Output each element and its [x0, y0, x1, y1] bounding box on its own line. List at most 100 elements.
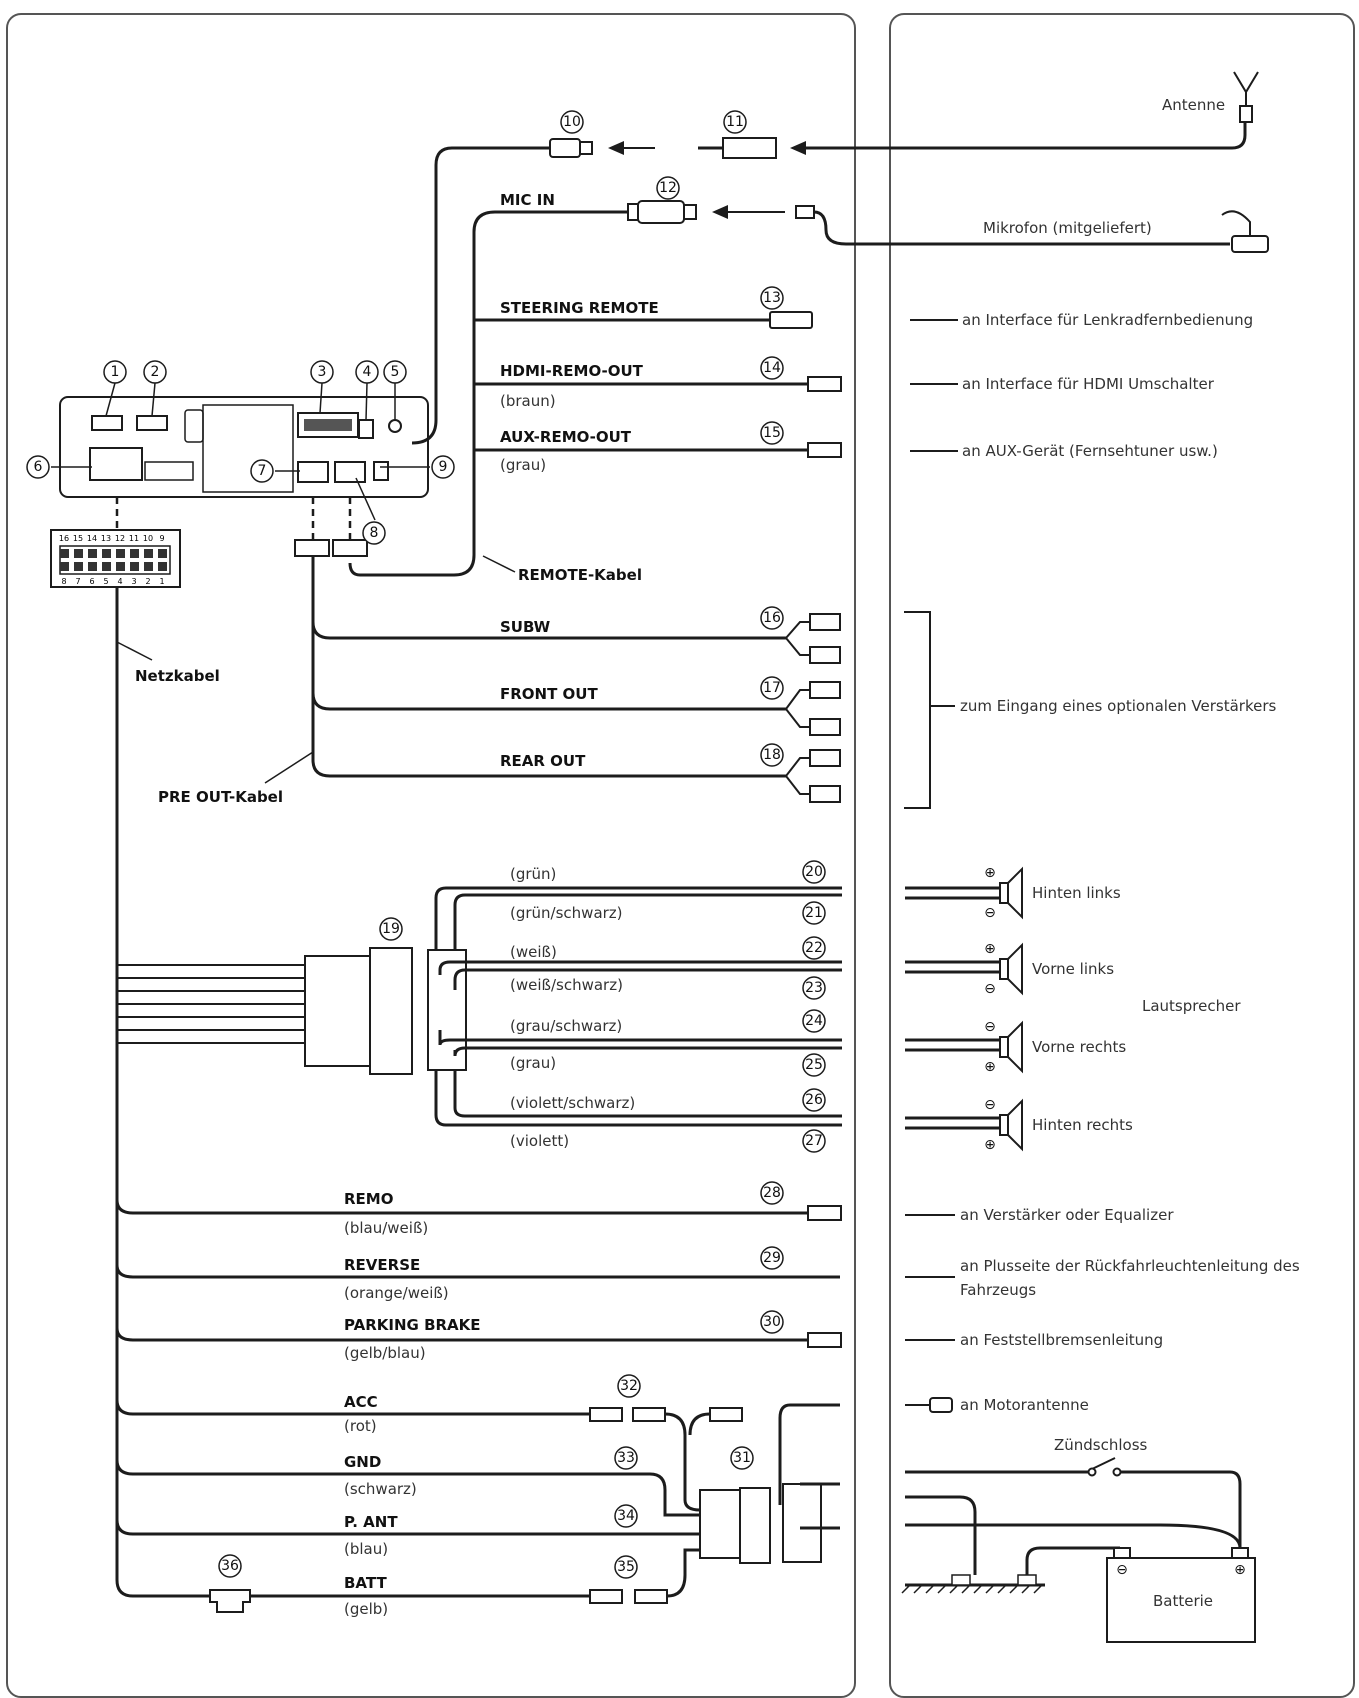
connector-12: [627, 200, 697, 224]
plus-terminal-icon: ⊕: [984, 941, 996, 957]
label-acc: ACC: [344, 1393, 378, 1411]
callout-number-13: 13: [763, 290, 781, 306]
label-remo: REMO: [344, 1190, 393, 1208]
connector-30: [807, 1332, 842, 1348]
dest-motorantenne: an Motorantenne: [960, 1396, 1089, 1414]
pin: [102, 562, 111, 571]
connector-block-31: [699, 1483, 822, 1564]
battery-icon: [1106, 1547, 1256, 1643]
pin-number-top: 15: [73, 534, 83, 543]
pin: [158, 562, 167, 571]
callout-circle-25: [802, 1053, 826, 1077]
label-batt-color: (gelb): [344, 1600, 388, 1618]
pin: [130, 549, 139, 558]
callout-circle-34: [614, 1504, 638, 1528]
wire-color-27: (violett): [510, 1132, 569, 1150]
callout-number-2: 2: [151, 364, 160, 380]
callout-number-24: 24: [805, 1013, 823, 1029]
dest-reverse-1: an Plusseite der Rückfahrleuchtenleitung…: [960, 1257, 1300, 1275]
callout-number-33: 33: [617, 1450, 635, 1466]
callout-circle-27: [802, 1129, 826, 1153]
callout-number-20: 20: [805, 864, 823, 880]
wire-color-24: (grau/schwarz): [510, 1017, 622, 1035]
pin-number-top: 14: [87, 534, 97, 543]
label-reverse: REVERSE: [344, 1256, 420, 1274]
callout-circle-5: [383, 360, 407, 384]
wire-color-26: (violett/schwarz): [510, 1094, 635, 1112]
callout-number-36: 36: [221, 1558, 239, 1574]
connector-15: [807, 442, 842, 458]
callout-number-8: 8: [370, 525, 379, 541]
label-steering-remote: STEERING REMOTE: [500, 299, 659, 317]
label-acc-color: (rot): [344, 1417, 377, 1435]
plus-terminal-icon: ⊕: [984, 865, 996, 881]
speaker-icon: [999, 1020, 1023, 1074]
callout-number-12: 12: [659, 180, 677, 196]
pin-number-bottom: 1: [159, 577, 164, 586]
callout-number-5: 5: [391, 364, 400, 380]
callout-number-25: 25: [805, 1057, 823, 1073]
label-p-ant: P. ANT: [344, 1513, 398, 1531]
connector-28: [807, 1205, 842, 1221]
callout-circle-2: [143, 360, 167, 384]
label-mikrofon: Mikrofon (mitgeliefert): [983, 219, 1152, 237]
pin-number-bottom: 3: [131, 577, 136, 586]
left-panel: [6, 13, 856, 1698]
callout-circle-17: [760, 676, 784, 700]
label-parking-brake: PARKING BRAKE: [344, 1316, 481, 1334]
minus-terminal-icon: ⊖: [1116, 1562, 1128, 1578]
label-mic-in: MIC IN: [500, 191, 555, 209]
label-parking-color: (gelb/blau): [344, 1344, 426, 1362]
pin-number-bottom: 5: [103, 577, 108, 586]
mic-plug: [795, 205, 815, 219]
callout-circle-30: [760, 1310, 784, 1334]
connector-14: [807, 376, 842, 392]
callout-circle-32: [617, 1374, 641, 1398]
speaker-icon: [999, 1098, 1023, 1152]
pin: [74, 562, 83, 571]
rca-pair-18: [785, 749, 841, 803]
callout-number-14: 14: [763, 360, 781, 376]
speaker-group: [905, 886, 1000, 1130]
pin-number-top: 16: [59, 534, 69, 543]
callout-number-30: 30: [763, 1314, 781, 1330]
label-hdmi-color: (braun): [500, 392, 556, 410]
callout-circle-33: [614, 1446, 638, 1470]
label-batterie: Batterie: [1153, 1592, 1213, 1610]
callout-circle-15: [760, 421, 784, 445]
callout-number-6: 6: [34, 459, 43, 475]
callout-number-35: 35: [617, 1559, 635, 1575]
pin-number-top: 12: [115, 534, 125, 543]
dest-amp: zum Eingang eines optionalen Verstärkers: [960, 697, 1277, 715]
label-rear-out: REAR OUT: [500, 752, 586, 770]
callout-circle-18: [760, 743, 784, 767]
pin: [102, 549, 111, 558]
callout-number-11: 11: [726, 114, 744, 130]
rca-pair-17: [785, 681, 841, 736]
pin: [158, 549, 167, 558]
pin: [144, 549, 153, 558]
pin-number-bottom: 8: [61, 577, 66, 586]
pin-number-bottom: 2: [145, 577, 150, 586]
label-front-out: FRONT OUT: [500, 685, 598, 703]
pin-number-bottom: 7: [75, 577, 80, 586]
label-netzkabel: Netzkabel: [135, 667, 220, 685]
pin: [130, 562, 139, 571]
dest-reverse-2: Fahrzeugs: [960, 1281, 1036, 1299]
right-panel: [889, 13, 1355, 1698]
callout-number-23: 23: [805, 980, 823, 996]
plus-terminal-icon: ⊕: [984, 1137, 996, 1153]
connector-13: [769, 311, 813, 329]
fuse-35: [589, 1589, 668, 1604]
pin-number-top: 10: [143, 534, 153, 543]
callout-number-28: 28: [763, 1185, 781, 1201]
callout-number-21: 21: [805, 905, 823, 921]
callout-circle-10: [560, 110, 584, 134]
pin: [88, 562, 97, 571]
callout-circle-35: [614, 1555, 638, 1579]
minus-terminal-icon: ⊖: [984, 1019, 996, 1035]
pin-number-bottom: 4: [117, 577, 122, 586]
callout-circle-6: [26, 455, 50, 479]
pin-number-top: 11: [129, 534, 139, 543]
callout-number-1: 1: [111, 364, 120, 380]
